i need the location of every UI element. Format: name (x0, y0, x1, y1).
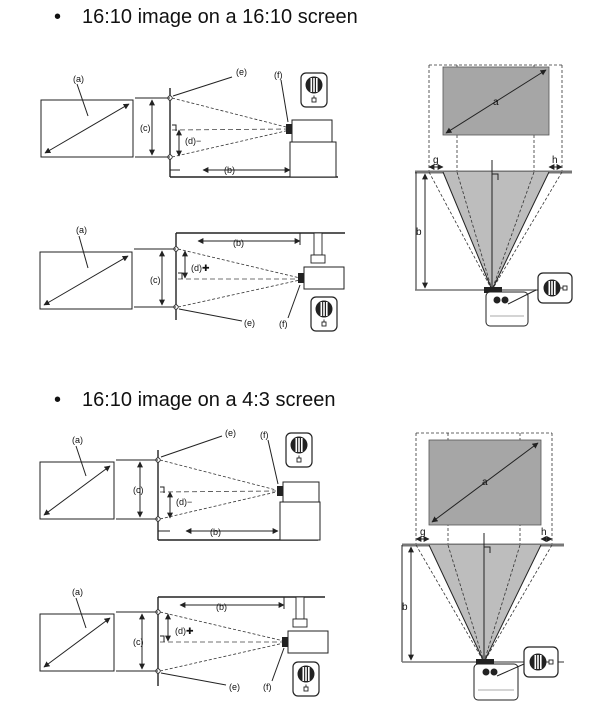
section-heading-16-10: • 16:10 image on a 16:10 screen (54, 6, 358, 29)
side-view-floor-4-3: (a) (c) (d)− (b) (e) (f) (39, 428, 321, 541)
label-b: (b) (233, 238, 244, 248)
label-front-g: g (433, 155, 439, 166)
label-c: (c) (133, 637, 144, 647)
lens-shift-icon (310, 296, 338, 332)
label-e: (e) (236, 67, 247, 77)
label-e: (e) (244, 318, 255, 328)
label-a: (a) (73, 74, 84, 84)
label-d: (d)✚ (175, 626, 194, 636)
label-front-a: a (482, 477, 488, 488)
label-a: (a) (72, 587, 83, 597)
front-view-4-3: a b g h (401, 432, 564, 701)
label-b: (b) (210, 527, 221, 537)
label-b: (b) (224, 165, 235, 175)
label-d: (d)− (185, 136, 201, 146)
lens-shift-icon (300, 72, 328, 108)
section-heading-4-3: • 16:10 image on a 4:3 screen (54, 389, 336, 412)
lens-shift-icon (537, 272, 573, 304)
side-view-ceiling-16-10: (a) (c) (d)✚ (b) (e) (f) (39, 225, 345, 332)
label-c: (c) (140, 123, 151, 133)
section-title: 16:10 image on a 16:10 screen (82, 6, 358, 28)
label-d: (d)− (176, 497, 192, 507)
label-front-b: b (402, 602, 408, 613)
label-f: (f) (279, 319, 288, 329)
front-view-16-10: a b g h (415, 64, 573, 327)
bullet: • (54, 389, 62, 411)
label-front-h: h (541, 527, 547, 538)
lens-shift-icon (523, 646, 559, 678)
section-title: 16:10 image on a 4:3 screen (82, 389, 336, 411)
label-f: (f) (260, 430, 269, 440)
label-front-b: b (416, 227, 422, 238)
label-f: (f) (274, 70, 283, 80)
label-front-g: g (420, 527, 426, 538)
label-c: (c) (133, 485, 144, 495)
label-d: (d)✚ (191, 263, 210, 273)
lens-shift-icon (292, 661, 320, 697)
side-view-ceiling-4-3: (a) (c) (d)✚ (b) (e) (f) (39, 587, 329, 697)
label-c: (c) (150, 275, 161, 285)
label-front-a: a (493, 97, 499, 108)
label-e: (e) (225, 428, 236, 438)
bullet: • (54, 6, 62, 28)
label-f: (f) (263, 682, 272, 692)
label-b: (b) (216, 602, 227, 612)
lens-shift-icon (285, 432, 313, 468)
label-e: (e) (229, 682, 240, 692)
side-view-floor-16-10: (a) (c) (d)− (b) (e) (f) (40, 67, 338, 178)
label-front-h: h (552, 155, 558, 166)
label-a: (a) (72, 435, 83, 445)
label-a: (a) (76, 225, 87, 235)
